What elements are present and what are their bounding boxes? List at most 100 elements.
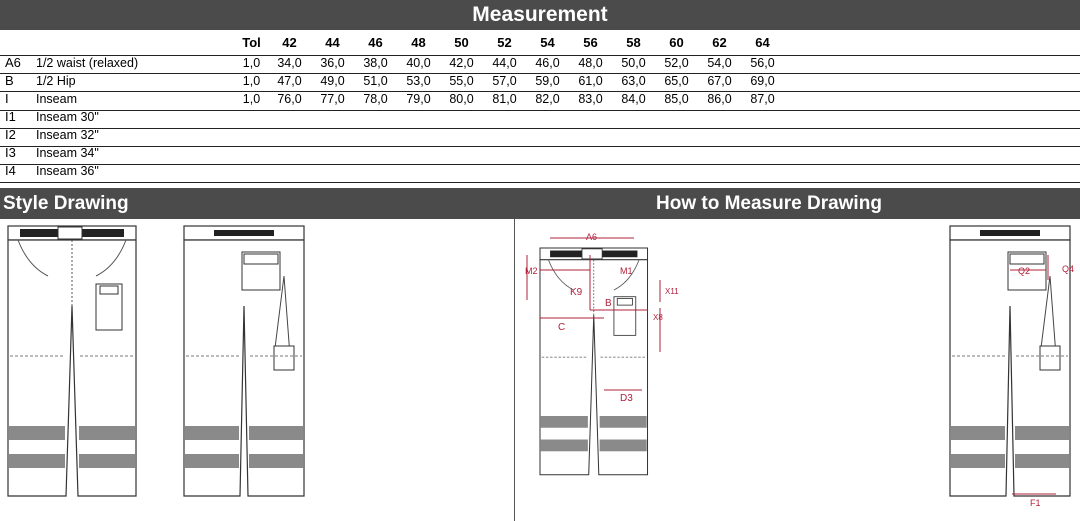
table-rule <box>0 55 1080 56</box>
measure-front-pant-drawing <box>539 247 649 476</box>
measure-annotations <box>526 237 1056 495</box>
row-value: 34,0 <box>277 56 302 70</box>
label-X11: X11 <box>665 287 679 296</box>
row-description: Inseam 32" <box>36 128 99 142</box>
row-value: 77,0 <box>320 92 345 106</box>
row-code: I2 <box>5 127 16 142</box>
row-value: 67,0 <box>707 74 732 88</box>
size-header: 56 <box>583 35 598 50</box>
measure-back-pant-drawing <box>949 225 1071 497</box>
table-rule <box>0 146 1080 147</box>
row-value: 55,0 <box>449 74 474 88</box>
table-row: I2 Inseam 32" <box>0 126 784 144</box>
row-description: Inseam 34" <box>36 146 99 160</box>
size-header: 42 <box>282 35 297 50</box>
label-D3: D3 <box>620 393 633 404</box>
label-M1: M1 <box>620 266 633 276</box>
row-code: B <box>5 73 14 88</box>
row-code: I4 <box>5 163 16 178</box>
how-to-measure-title: How to Measure Drawing <box>656 193 882 214</box>
row-value: 76,0 <box>277 92 302 106</box>
row-value: 50,0 <box>621 56 646 70</box>
size-header: 52 <box>497 35 512 50</box>
label-C: C <box>558 322 565 333</box>
table-row: B 1/2 Hip 1,0 47,0 49,0 51,0 53,0 55,0 57,0 59,0 6… <box>0 72 784 90</box>
label-F1: F1 <box>1030 498 1041 508</box>
row-code: I <box>5 91 9 106</box>
size-header: 60 <box>669 35 684 50</box>
row-value: 57,0 <box>492 74 517 88</box>
row-value: 40,0 <box>406 56 431 70</box>
label-K9: K9 <box>570 287 583 298</box>
back-pant-drawing <box>183 225 305 497</box>
row-value: 61,0 <box>578 74 603 88</box>
label-B: B <box>605 298 612 309</box>
row-value: 78,0 <box>363 92 388 106</box>
row-value: 48,0 <box>578 56 603 70</box>
size-header: 50 <box>454 35 469 50</box>
size-header: 62 <box>712 35 727 50</box>
measurement-title: Measurement <box>472 3 608 26</box>
section-header: Style Drawing How to Measure Drawing <box>0 188 1080 219</box>
size-header: 58 <box>626 35 641 50</box>
size-header-row: Tol 42 44 46 48 50 52 54 56 58 60 62 64 <box>0 32 784 54</box>
row-value: 65,0 <box>664 74 689 88</box>
row-value: 47,0 <box>277 74 302 88</box>
table-rule <box>0 110 1080 111</box>
size-header: 46 <box>368 35 383 50</box>
row-value: 56,0 <box>750 56 775 70</box>
size-header: 48 <box>411 35 426 50</box>
table-rule <box>0 164 1080 165</box>
row-value: 36,0 <box>320 56 345 70</box>
row-value: 52,0 <box>664 56 689 70</box>
row-value: 85,0 <box>664 92 689 106</box>
row-description: 1/2 waist (relaxed) <box>36 56 139 70</box>
table-rule <box>0 128 1080 129</box>
row-value: 59,0 <box>535 74 560 88</box>
section-divider <box>514 219 515 521</box>
row-code: I3 <box>5 145 16 160</box>
row-value: 69,0 <box>750 74 775 88</box>
row-value: 49,0 <box>320 74 345 88</box>
row-value: 82,0 <box>535 92 560 106</box>
row-value: 63,0 <box>621 74 646 88</box>
row-value: 79,0 <box>406 92 431 106</box>
measurement-header: Measurement <box>0 0 1080 30</box>
row-code: I1 <box>5 109 16 124</box>
table-rule <box>0 182 1080 183</box>
label-X8: X8 <box>653 313 663 322</box>
row-tolerance: 1,0 <box>242 74 261 88</box>
row-code: A6 <box>5 55 21 70</box>
table-rule <box>0 91 1080 92</box>
row-value: 81,0 <box>492 92 517 106</box>
table-rule <box>0 73 1080 74</box>
row-value: 80,0 <box>449 92 474 106</box>
row-value: 53,0 <box>406 74 431 88</box>
row-value: 54,0 <box>707 56 732 70</box>
row-value: 38,0 <box>363 56 388 70</box>
row-tolerance: 1,0 <box>242 92 261 106</box>
size-header: 54 <box>540 35 555 50</box>
label-Q4: Q4 <box>1062 264 1074 274</box>
label-Q2: Q2 <box>1018 266 1030 276</box>
row-tolerance: 1,0 <box>242 56 261 70</box>
row-description: 1/2 Hip <box>36 74 76 88</box>
label-A6: A6 <box>586 232 597 242</box>
row-value: 44,0 <box>492 56 517 70</box>
row-value: 51,0 <box>363 74 388 88</box>
table-row: I Inseam 1,0 76,0 77,0 78,0 79,0 80,0 81,0 82,0 83… <box>0 90 784 108</box>
label-M2: M2 <box>525 266 538 276</box>
table-row: I3 Inseam 34" <box>0 144 784 162</box>
row-value: 42,0 <box>449 56 474 70</box>
table-row: A6 1/2 waist (relaxed) 1,0 34,0 36,0 38,0 40,0… <box>0 54 784 72</box>
row-value: 83,0 <box>578 92 603 106</box>
size-header: 44 <box>325 35 340 50</box>
row-description: Inseam <box>36 92 77 106</box>
row-value: 46,0 <box>535 56 560 70</box>
row-value: 84,0 <box>621 92 646 106</box>
size-header: 64 <box>755 35 770 50</box>
row-value: 87,0 <box>750 92 775 106</box>
